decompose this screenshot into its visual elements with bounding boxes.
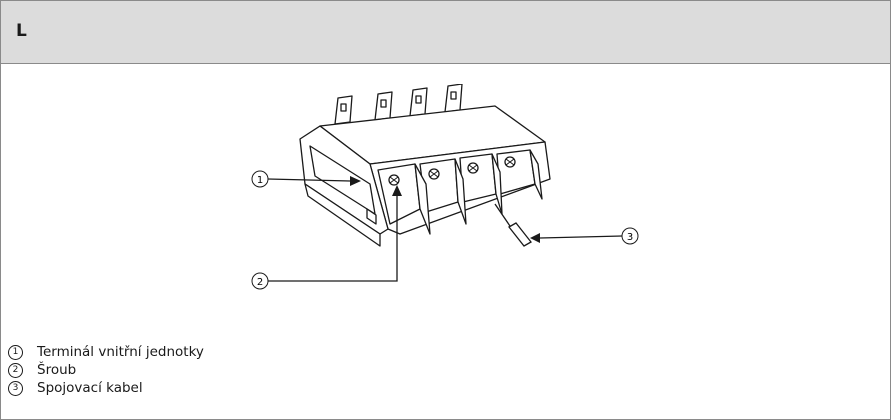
legend-text: Spojovací kabel [37, 380, 143, 396]
callout-3-number: 3 [627, 232, 633, 243]
panel-header: L [1, 1, 890, 64]
callout-1-number: 1 [257, 175, 263, 186]
legend-number: 1 [8, 344, 23, 360]
legend-item: 1 Terminál vnitřní jednotky [8, 343, 204, 361]
legend-list: 1 Terminál vnitřní jednotky 2 Šroub 3 Sp… [8, 343, 204, 397]
legend-number: 2 [8, 362, 23, 378]
legend-item: 3 Spojovací kabel [8, 379, 204, 397]
callout-2-number: 2 [257, 277, 263, 288]
legend-text: Šroub [37, 362, 77, 378]
legend-item: 2 Šroub [8, 361, 204, 379]
terminal-block-illustration: 1 2 3 [251, 84, 639, 290]
legend-number: 3 [8, 380, 23, 396]
panel-label: L [16, 21, 27, 41]
legend-text: Terminál vnitřní jednotky [37, 344, 204, 360]
